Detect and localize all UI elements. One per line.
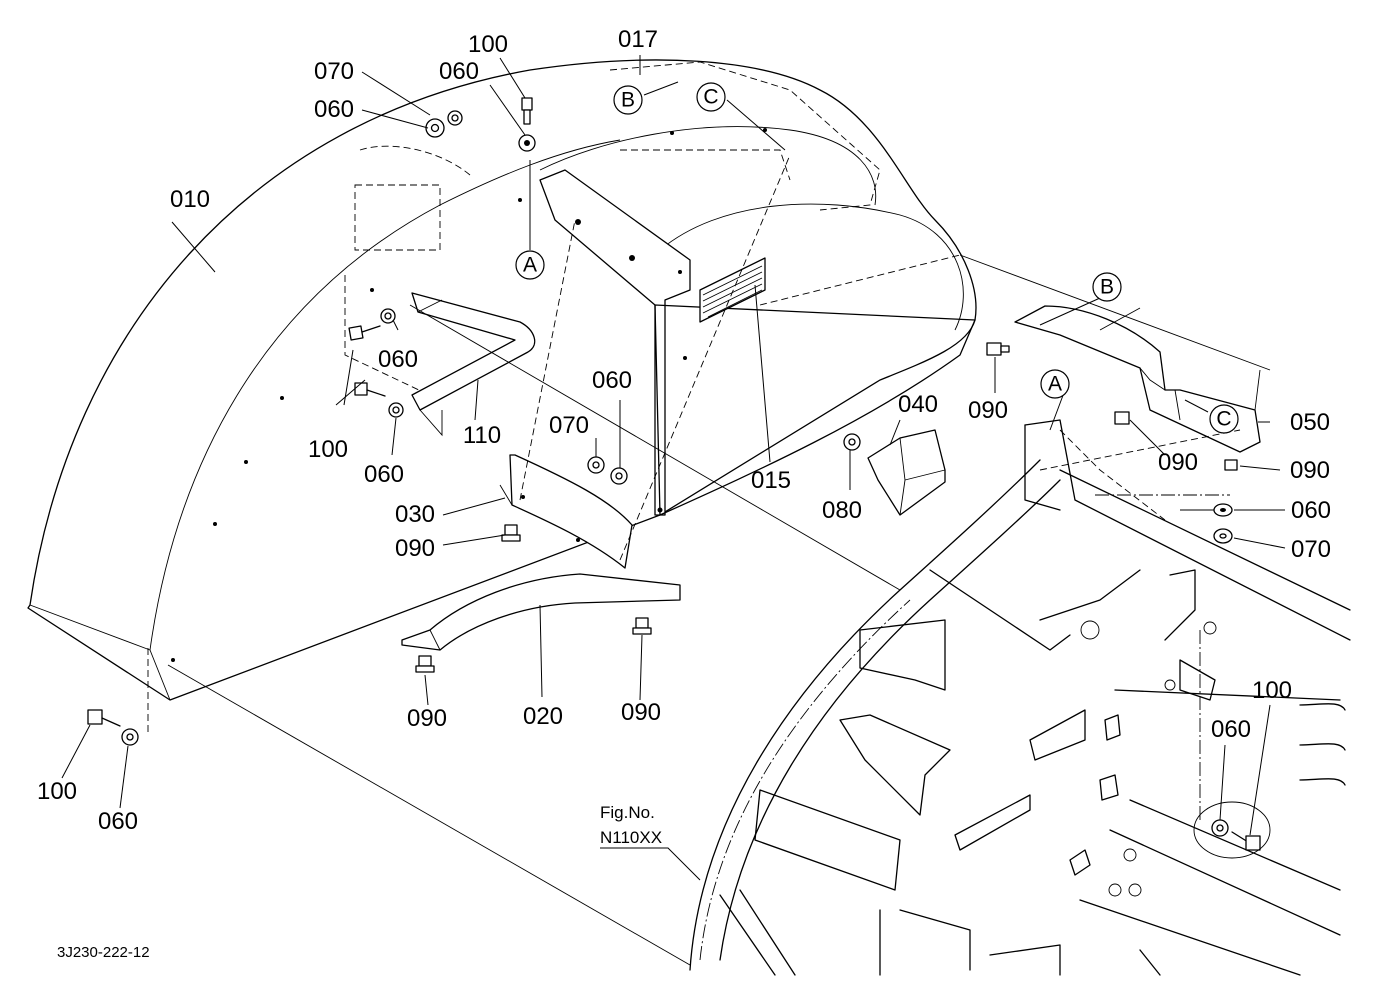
label-020: 020 [523, 703, 563, 730]
bolt-090-020-left [415, 655, 435, 673]
svg-text:C: C [703, 86, 718, 109]
callout-c-right: C [1209, 404, 1239, 434]
washer-060-right [1213, 503, 1233, 517]
bolt-100-mid-a [348, 325, 381, 341]
label-060-right: 060 [1291, 497, 1331, 524]
label-010: 010 [170, 186, 210, 213]
cover-050 [1014, 305, 1261, 453]
figure-reference: Fig.No. N110XX [600, 803, 662, 847]
washer-060-top-right [518, 134, 536, 152]
nut-070-center [587, 456, 605, 474]
label-070-top: 070 [314, 58, 354, 85]
label-090-020-right: 090 [621, 699, 661, 726]
label-090-050-left: 090 [968, 397, 1008, 424]
label-015: 015 [751, 467, 791, 494]
svg-text:C: C [1216, 408, 1231, 431]
reference-lines [167, 154, 1271, 966]
svg-text:B: B [1100, 276, 1114, 299]
bolt-090-050-mid [1114, 411, 1130, 425]
bracket-110 [411, 292, 536, 437]
nut-070-right [1213, 528, 1233, 544]
figure-ref-line2: N110XX [600, 828, 662, 847]
svg-text:A: A [523, 254, 537, 277]
bolt-090-020-right [632, 617, 652, 635]
label-017: 017 [618, 26, 658, 53]
fasteners [87, 97, 1271, 859]
label-060-top-left: 060 [314, 96, 354, 123]
label-100-bottom-left: 100 [37, 778, 77, 805]
washer-060-mid-a [380, 308, 396, 324]
washer-060-mid-b [388, 402, 404, 418]
bolt-090-030 [501, 524, 521, 542]
washer-060-top-left [425, 118, 445, 138]
svg-text:B: B [621, 89, 635, 112]
label-090-020-left: 090 [407, 705, 447, 732]
tractor-frame-assembly [689, 254, 1351, 976]
part-number-labels: 010 017 070 060 060 100 060 100 060 110 … [37, 26, 1331, 835]
label-060-top-right: 060 [439, 58, 479, 85]
label-060-bottom-right: 060 [1211, 716, 1251, 743]
label-050: 050 [1290, 409, 1330, 436]
leader-lines [61, 55, 1286, 881]
cover-030 [499, 454, 633, 569]
label-070-center: 070 [549, 412, 589, 439]
label-080: 080 [822, 497, 862, 524]
label-060-mid-b: 060 [364, 461, 404, 488]
label-060-mid-a: 060 [378, 346, 418, 373]
washer-060-bottom-left [121, 728, 139, 746]
strip-020 [401, 573, 681, 651]
bolt-100-bottom-right [1193, 801, 1271, 859]
callout-a-top: A [515, 250, 545, 280]
callout-b-right: B [1092, 272, 1122, 302]
washer-060-center [610, 467, 628, 485]
label-070-right: 070 [1291, 536, 1331, 563]
label-040: 040 [898, 391, 938, 418]
label-030: 030 [395, 501, 435, 528]
label-100-mid: 100 [308, 436, 348, 463]
label-100-top: 100 [468, 31, 508, 58]
callout-c-top: C [696, 82, 726, 112]
washer-060-bottom-right [1211, 819, 1229, 837]
svg-text:A: A [1048, 373, 1062, 396]
inner-panel-015 [539, 169, 976, 516]
fender-panel-010 [27, 59, 977, 735]
label-060-center: 060 [592, 367, 632, 394]
callout-a-right: A [1040, 369, 1070, 399]
bolt-100-top [521, 97, 533, 125]
label-090-050-mid: 090 [1158, 449, 1198, 476]
bracket-040 [867, 429, 946, 516]
label-090-030: 090 [395, 535, 435, 562]
nut-080 [843, 433, 861, 451]
bolt-090-050-right [1224, 459, 1238, 471]
label-110: 110 [463, 422, 501, 449]
drawing-code: 3J230-222-12 [57, 944, 150, 961]
callout-letters: A B C A B C [515, 82, 1239, 434]
label-060-bottom-left: 060 [98, 808, 138, 835]
nut-070-top [447, 110, 463, 126]
label-090-050-right: 090 [1290, 457, 1330, 484]
figure-ref-line1: Fig.No. [600, 803, 655, 822]
bolt-090-050-left [986, 342, 1010, 356]
callout-b-top: B [613, 85, 643, 115]
label-100-bottom-right: 100 [1252, 677, 1292, 704]
bolt-100-bottom-left [87, 709, 121, 727]
